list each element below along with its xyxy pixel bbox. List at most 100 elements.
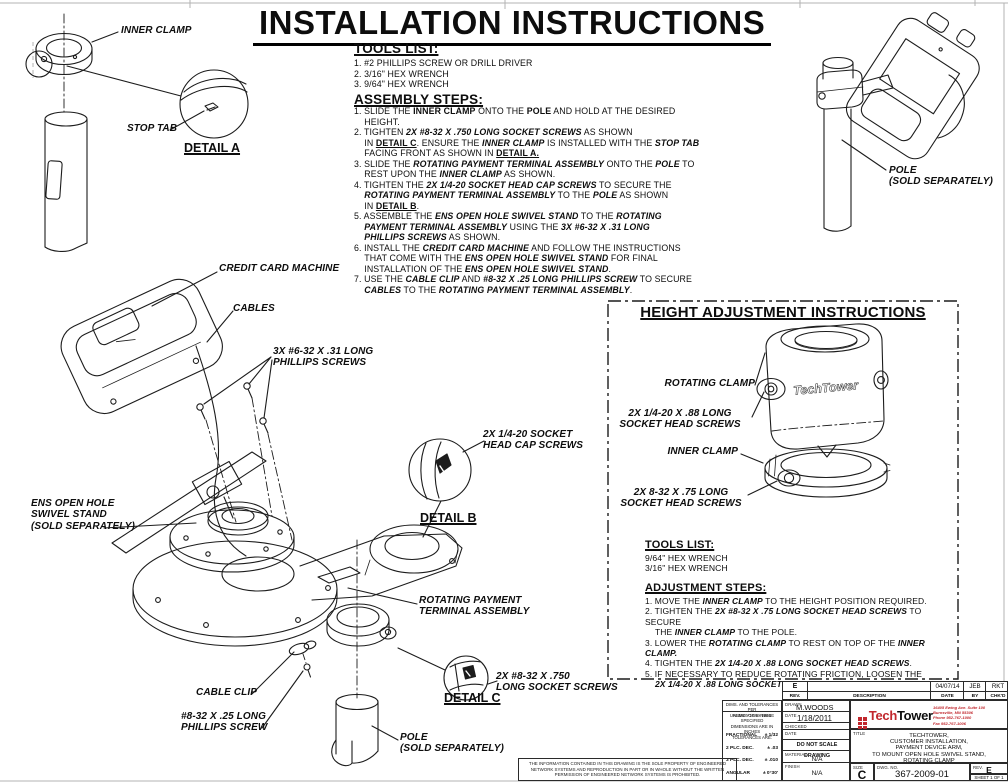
page-title-wrap: INSTALLATION INSTRUCTIONS <box>253 4 772 46</box>
label-pole-top-right: POLE (SOLD SEPARATELY) <box>889 165 993 188</box>
sheet-value: SHEET 1 OF 1 <box>974 775 1004 780</box>
clamp-ring-drawing <box>326 539 397 699</box>
tol-name: FRACTIONAL <box>726 733 758 738</box>
list-item: 5. ASSEMBLE THE ENS OPEN HOLE SWIVEL STA… <box>354 211 662 242</box>
dwg-no-label: DWG. NO. <box>877 765 899 770</box>
rev-chkd-value: RKT <box>985 682 1008 691</box>
material-value: N/A <box>811 756 823 763</box>
adjustment-steps: 1. MOVE THE INNER CLAMP TO THE HEIGHT PO… <box>645 596 950 690</box>
tolerance-block: DIMS. AND TOLERANCES PER ASME Y14.5 - 19… <box>722 700 782 781</box>
list-item: 9/64" HEX WRENCH <box>645 553 728 563</box>
by-header: BY <box>963 692 986 701</box>
tolerance-row: FRACTIONAL ± 1/32 <box>723 730 781 743</box>
tol-name: 2 PLC. DEC. <box>726 745 754 751</box>
tolerance-row: ANGULAR ± 0°30' <box>723 768 781 781</box>
logo-text-red: Tech <box>868 708 897 723</box>
label-cable-clip: CABLE CLIP <box>196 687 257 698</box>
list-item: 1. SLIDE THE INNER CLAMP ONTO THE POLE A… <box>354 106 676 127</box>
tol-value: ± 0°30' <box>762 770 778 776</box>
detail-a-label: DETAIL A <box>184 141 241 155</box>
drawn-date-value: 1/18/2011 <box>797 713 832 723</box>
list-item: 2. TIGHTEN 2X #8-32 X .750 LONG SOCKET S… <box>354 127 700 158</box>
rev-header: REV. <box>789 694 801 699</box>
tol-name: 3 PLC. DEC. <box>726 758 754 763</box>
adjustment-steps-heading: ADJUSTMENT STEPS: <box>645 582 767 594</box>
cable-clip-drawing <box>251 640 317 729</box>
height-box-title: HEIGHT ADJUSTMENT INSTRUCTIONS <box>608 304 958 321</box>
rev-description-value <box>807 682 931 691</box>
rev-cell: REV. E <box>970 763 1008 775</box>
detail-c-label: DETAIL C <box>444 691 501 705</box>
assembled-unit-drawing <box>816 12 980 232</box>
checked-label: CHECKED <box>785 724 807 729</box>
tolerance-row: 2 PLC. DEC. ± .03 <box>723 743 781 756</box>
label-socket-screws-88: 2X 1/4-20 X .88 LONG SOCKET HEAD SCREWS <box>619 408 741 431</box>
list-item: 3. LOWER THE ROTATING CLAMP TO REST ON T… <box>645 637 928 659</box>
rev-date-value: 04/07/14 <box>930 682 964 691</box>
tolerance-note: UNLESS OTHERWISE SPECIFIED DIMENSIONS AR… <box>729 713 775 740</box>
cables-drawing <box>195 310 247 557</box>
title-cell: TITLE TECHTOWER, CUSTOMER INSTALLATION, … <box>850 729 1008 764</box>
label-ens-stand: ENS OPEN HOLE SWIVEL STAND (SOLD SEPARAT… <box>31 498 135 532</box>
logo-text-black: Tower <box>896 708 933 723</box>
phillips-screws-drawing <box>196 356 293 541</box>
size-label: SIZE <box>853 765 863 770</box>
tol-value: ± .03 <box>767 745 778 751</box>
rev-value-bottom: E <box>986 765 992 775</box>
detail-c-drawing <box>397 647 498 701</box>
chkd-header: CHK'D <box>985 692 1008 701</box>
drawn-label: DRAWN <box>785 702 802 707</box>
label-stop-tab: STOP TAB <box>127 123 178 134</box>
do-not-scale-note: DO NOT SCALE DRAWING <box>783 740 851 759</box>
size-cell: SIZE C <box>850 763 874 782</box>
hb-tools-heading: TOOLS LIST: <box>645 539 715 551</box>
swivel-stand-drawing <box>103 451 295 573</box>
list-item: 3/16" HEX WRENCH <box>645 563 728 573</box>
tol-name: ANGULAR <box>726 770 750 776</box>
dwg-no-value: 367-2009-01 <box>895 769 949 780</box>
list-item: 1. #2 PHILLIPS SCREW OR DRILL DRIVER <box>354 58 533 68</box>
checked-date-label: DATE <box>785 731 797 736</box>
label-inner-clamp-hb: INNER CLAMP <box>667 446 738 457</box>
height-box-drawing: TechTower <box>740 323 891 498</box>
material-label: MATERIAL <box>785 752 807 757</box>
drawing-title: TECHTOWER, CUSTOMER INSTALLATION, PAYMEN… <box>872 733 986 764</box>
tolerance-row: 3 PLC. DEC. ± .010 <box>723 755 781 768</box>
inner-clamp-drawing <box>25 13 182 113</box>
list-item: 3. SLIDE THE ROTATING PAYMENT TERMINAL A… <box>354 158 695 180</box>
revision-table: E 04/07/14 JEB RKT REV. DESCRIPTION DATE… <box>782 681 1008 701</box>
list-item: 1. MOVE THE INNER CLAMP TO THE HEIGHT PO… <box>645 596 927 606</box>
label-socket-screws-75: 2X 8-32 X .75 LONG SOCKET HEAD SCREWS <box>620 487 742 510</box>
tol-value: ± .010 <box>764 758 778 763</box>
detail-b-label: DETAIL B <box>420 511 477 525</box>
drawn-date-label: DATE <box>785 713 797 718</box>
list-item: 4. TIGHTEN THE 2X 1/4-20 X .88 LONG SOCK… <box>645 658 913 669</box>
label-phillips-screws-3x: 3X #6-32 X .31 LONG PHILLIPS SCREWS <box>273 346 374 369</box>
page-title: INSTALLATION INSTRUCTIONS <box>253 4 772 46</box>
label-phillips-screw-25: #8-32 X .25 LONG PHILLIPS SCREW <box>181 711 268 734</box>
label-rotating-clamp: ROTATING CLAMP <box>664 378 755 389</box>
label-cables: CABLES <box>233 303 275 314</box>
list-item: 3. 9/64" HEX WRENCH <box>354 79 449 89</box>
sheet-cell: SHEET 1 OF 1 <box>970 774 1008 781</box>
tolerance-header: DIMS. AND TOLERANCES PER ASME Y14.5 - 19… <box>723 701 781 718</box>
proprietary-note: THE INFORMATION CONTAINED IN THIS DRAWIN… <box>518 758 737 781</box>
rev-label: REV. <box>973 765 984 770</box>
assembly-steps-heading: ASSEMBLY STEPS: <box>354 92 484 107</box>
list-item: 4. TIGHTEN THE 2X 1/4-20 SOCKET HEAD CAP… <box>354 179 672 211</box>
label-socket-screws-750: 2X #8-32 X .750 LONG SOCKET SCREWS <box>496 671 618 694</box>
techtower-logo-icon <box>858 717 867 730</box>
company-address: 16405 Ewing Ave. Suite 100 Burnsville, M… <box>933 705 986 726</box>
height-box-border <box>607 300 959 680</box>
drawn-value: M.WOODS <box>796 703 834 712</box>
finish-label: FINISH <box>785 764 800 769</box>
detail-b-drawing <box>408 438 485 538</box>
rev-by-value: JEB <box>963 682 986 691</box>
label-rotating-assembly: ROTATING PAYMENT TERMINAL ASSEMBLY <box>419 595 530 618</box>
label-inner-clamp: INNER CLAMP <box>121 25 192 36</box>
list-item: 2. 3/16" HEX WRENCH <box>354 68 449 79</box>
